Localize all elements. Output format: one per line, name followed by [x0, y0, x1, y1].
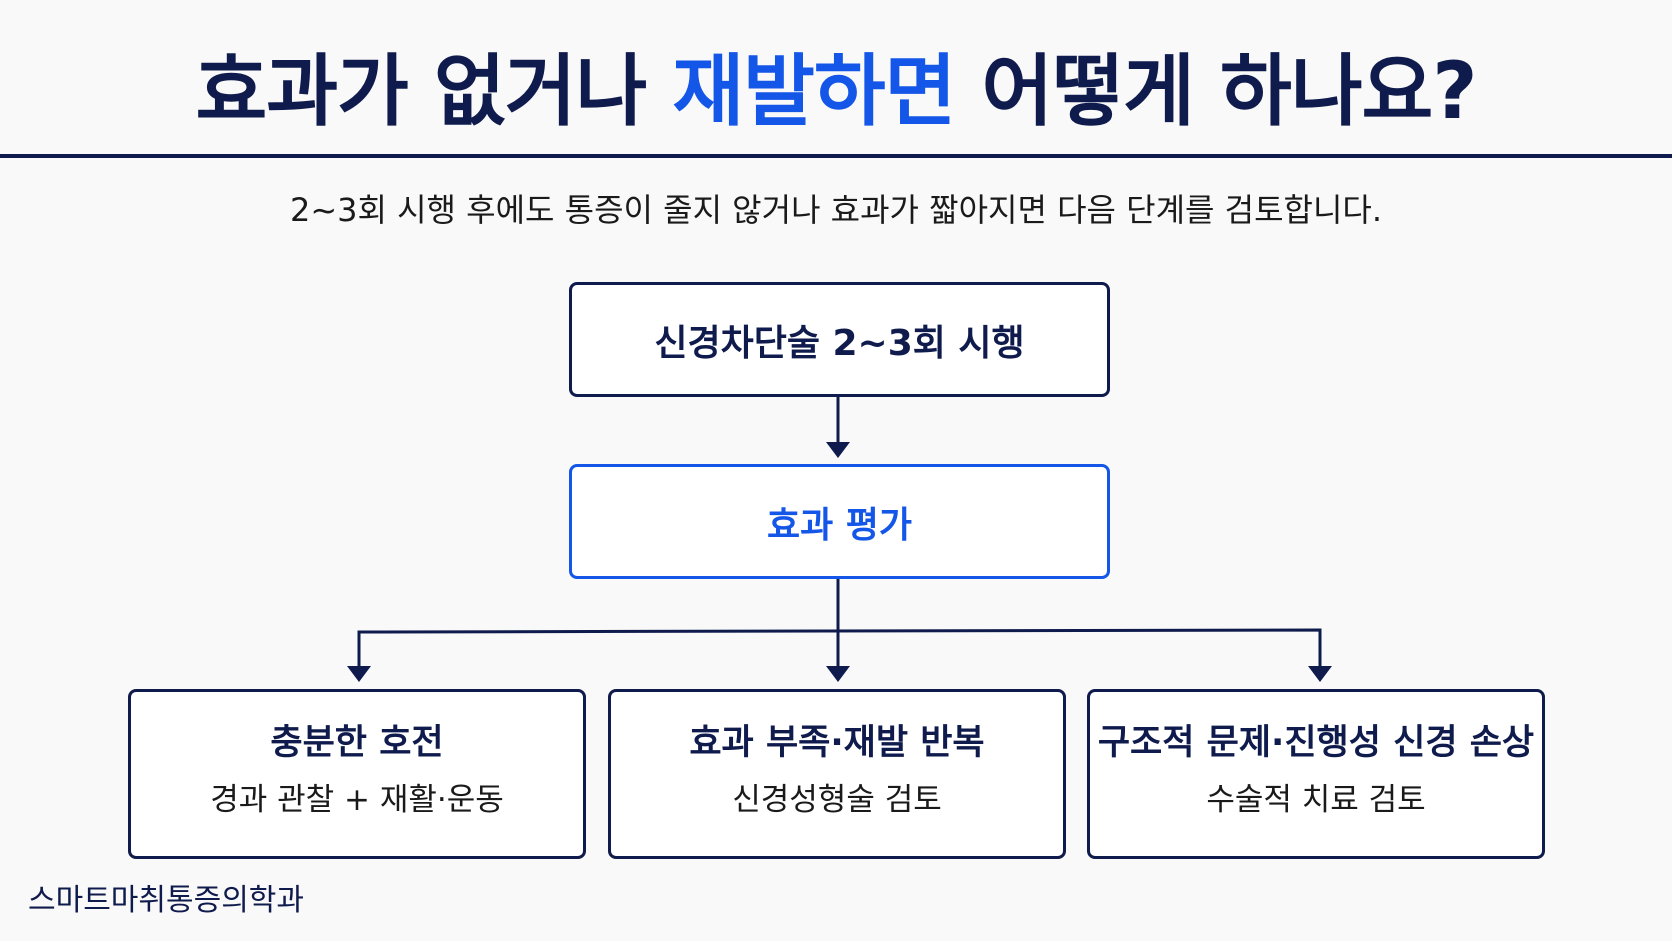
step-box-1: 신경차단술 2~3회 시행: [569, 282, 1110, 397]
outcome-box-2: 효과 부족·재발 반복 신경성형술 검토: [608, 689, 1066, 859]
step-1-label: 신경차단술 2~3회 시행: [654, 322, 1025, 364]
title-part-2: 어떻게 하나요?: [955, 47, 1478, 137]
arrowhead-outcome-2: [826, 666, 850, 682]
title-divider: [0, 154, 1672, 158]
outcome-1-desc: 경과 관찰 + 재활·운동: [210, 782, 504, 818]
step-box-1-content: 신경차단술 2~3회 시행: [572, 285, 1107, 394]
connector-branch-horizontal: [357, 628, 1322, 670]
arrowhead-outcome-1: [347, 666, 371, 682]
step-box-2: 효과 평가: [569, 464, 1110, 579]
footer-brand: 스마트마취통증의학과: [28, 883, 304, 918]
outcome-1-title: 충분한 호전: [270, 723, 444, 763]
header: 효과가 없거나 재발하면 어떻게 하나요?: [0, 0, 1672, 158]
title-accent: 재발하면: [672, 47, 956, 137]
outcome-3-desc: 수술적 치료 검토: [1206, 782, 1426, 818]
outcome-2-title: 효과 부족·재발 반복: [689, 723, 985, 763]
outcome-box-3: 구조적 문제·진행성 신경 손상 수술적 치료 검토: [1087, 689, 1545, 859]
subtitle: 2~3회 시행 후에도 통증이 줄지 않거나 효과가 짧아지면 다음 단계를 검…: [289, 191, 1383, 229]
arrowhead-outcome-3: [1308, 666, 1332, 682]
title-part-1: 효과가 없거나: [195, 47, 673, 137]
step-box-2-content: 효과 평가: [572, 467, 1107, 576]
arrowhead-step2: [826, 442, 850, 458]
outcome-box-1: 충분한 호전 경과 관찰 + 재활·운동: [128, 689, 586, 859]
page-title: 효과가 없거나 재발하면 어떻게 하나요?: [0, 40, 1672, 144]
outcome-3-title: 구조적 문제·진행성 신경 손상: [1097, 723, 1535, 763]
outcome-2-desc: 신경성형술 검토: [732, 782, 942, 818]
step-2-label: 효과 평가: [766, 504, 912, 546]
